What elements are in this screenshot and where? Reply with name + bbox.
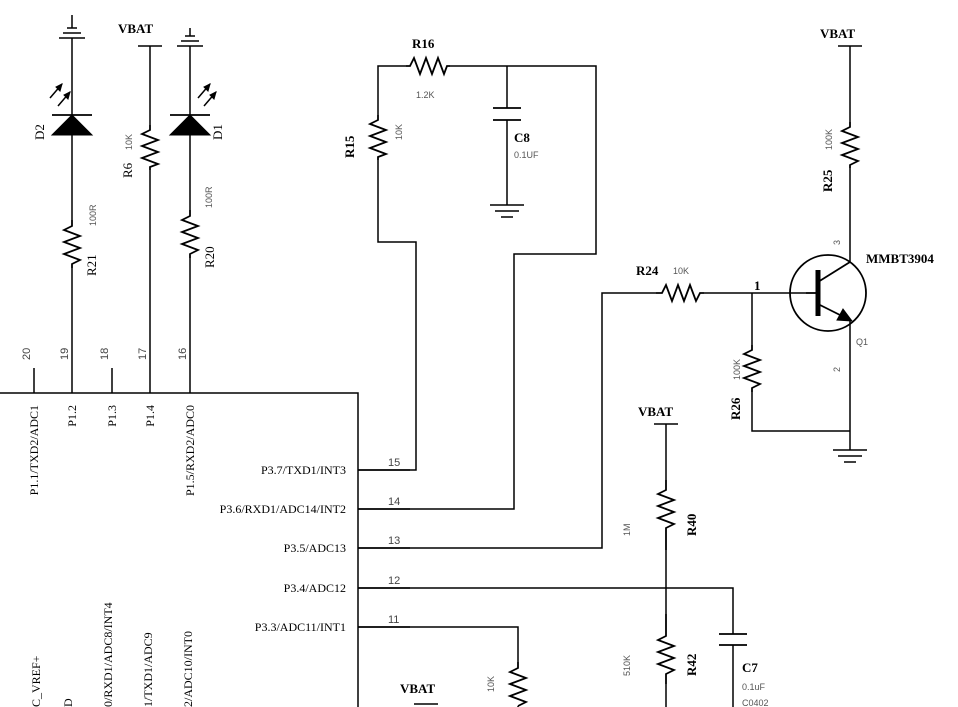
ic-pin-name: 2/ADC10/INT0	[181, 631, 195, 707]
resistor-r21: R21 100R	[61, 204, 99, 276]
ic-bottom-partial-labels: C_VREF+ D 0/RXD1/ADC8/INT4 1/TXD1/ADC9 2/ADC…	[29, 602, 195, 707]
resistor-r42: R42 510K	[622, 614, 699, 684]
d1-ref: D1	[210, 124, 225, 140]
resistor-r20: R20 100R	[179, 186, 217, 268]
wires	[33, 38, 851, 707]
ic-pin-number: 18	[99, 348, 111, 360]
r-unlabeled-value: 10K	[486, 676, 496, 692]
ic-pin-name: P3.5/ADC13	[284, 541, 346, 555]
r6-value: 10K	[124, 134, 134, 150]
led-d1: D1	[168, 83, 225, 140]
resistor-unlabeled: 10K	[486, 662, 529, 707]
r16-value: 1.2K	[416, 90, 435, 100]
ic-pin-name: D	[61, 698, 75, 707]
resistor-r6: R6 10K	[120, 125, 161, 178]
r21-value: 100R	[88, 204, 98, 226]
d2-ref: D2	[32, 124, 47, 140]
resistor-r16: R16 1.2K	[406, 36, 450, 100]
capacitor-c7: C7 0.1uF C0402	[719, 633, 769, 707]
r6-ref: R6	[120, 162, 135, 178]
ic-pin-name: 0/RXD1/ADC8/INT4	[101, 602, 115, 707]
r42-value: 510K	[622, 655, 632, 676]
r15-ref: R15	[342, 135, 357, 158]
ic-pin-name: P3.4/ADC12	[284, 581, 346, 595]
r15-value: 10K	[394, 124, 404, 140]
r26-value: 100K	[732, 359, 742, 380]
q1-part: MMBT3904	[866, 251, 934, 266]
ic-pin-number: 12	[388, 575, 400, 587]
ground-icon	[490, 204, 524, 218]
ic-pin-name: P1.3	[105, 405, 119, 427]
ic-pin-name: C_VREF+	[29, 655, 43, 707]
r26-ref: R26	[728, 397, 743, 420]
r20-value: 100R	[204, 186, 214, 208]
vbat-rail: VBAT	[118, 21, 162, 47]
q1-pin-emitter: 2	[832, 367, 842, 372]
resistor-r25: R25 100K	[820, 122, 861, 192]
c7-ref: C7	[742, 660, 758, 675]
ic-pin-name: P3.6/RXD1/ADC14/INT2	[220, 502, 346, 516]
ic-pin-name: P3.7/TXD1/INT3	[261, 463, 346, 477]
ic-pin-number: 19	[59, 348, 71, 360]
c7-value: 0.1uF	[742, 682, 766, 692]
r21-ref: R21	[84, 254, 99, 276]
ic-pin-name: P1.5/RXD2/ADC0	[183, 405, 197, 496]
q1-pin-collector: 3	[832, 240, 842, 245]
ic-pin-number: 11	[388, 614, 399, 626]
ic-pin-name: P1.4	[143, 405, 157, 427]
ic-pin-name: 1/TXD1/ADC9	[141, 632, 155, 707]
r16-ref: R16	[412, 36, 435, 51]
ic-pin-number: 17	[137, 348, 149, 360]
ic-pin-name: P1.2	[65, 405, 79, 427]
ic-pin-name: P3.3/ADC11/INT1	[255, 620, 346, 634]
r25-ref: R25	[820, 169, 835, 192]
vbat-label: VBAT	[638, 404, 673, 419]
c7-package: C0402	[742, 698, 769, 707]
resistor-r26: R26 100K	[728, 345, 763, 420]
r20-ref: R20	[202, 246, 217, 268]
ic-pin-name: P1.1/TXD2/ADC1	[27, 405, 41, 495]
r25-value: 100K	[824, 129, 834, 150]
resistor-r40: R40 1M	[622, 480, 699, 550]
vbat-rail: VBAT	[400, 681, 438, 705]
ground-icon	[833, 449, 867, 463]
mcu-ic	[0, 392, 359, 707]
capacitor-c8: C8 0.1UF	[493, 107, 539, 160]
vbat-label: VBAT	[118, 21, 153, 36]
r24-ref: R24	[636, 263, 659, 278]
resistor-r24: R24 10K	[636, 263, 704, 304]
ic-pin-number: 20	[21, 348, 33, 360]
q1-ref: Q1	[856, 337, 868, 347]
vbat-rail: VBAT	[638, 404, 678, 425]
c8-value: 0.1UF	[514, 150, 539, 160]
ground-icon	[177, 28, 203, 47]
vbat-label: VBAT	[820, 26, 855, 41]
r24-value: 10K	[673, 266, 689, 276]
ic-pin-number: 14	[388, 496, 400, 508]
vbat-label: VBAT	[400, 681, 435, 696]
led-d2: D2	[32, 83, 94, 140]
r40-value: 1M	[622, 523, 632, 536]
transistor-q1: MMBT3904 Q1 1 3 2	[754, 240, 934, 372]
r40-ref: R40	[684, 514, 699, 536]
ic-pin-number: 16	[177, 348, 189, 360]
ic-pin-number: 13	[388, 535, 400, 547]
q1-pin-base: 1	[754, 278, 761, 293]
r42-ref: R42	[684, 654, 699, 676]
ground-icon	[59, 15, 85, 39]
ic-pin-number: 15	[388, 457, 400, 469]
c8-ref: C8	[514, 130, 530, 145]
vbat-rail: VBAT	[820, 26, 862, 47]
resistor-r15: R15 10K	[342, 115, 404, 160]
